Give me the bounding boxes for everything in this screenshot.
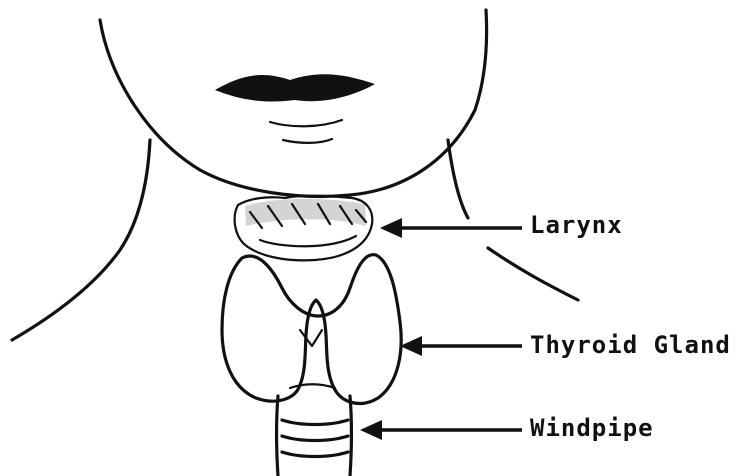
right-neck [448, 140, 468, 218]
left-neck-shoulder [12, 140, 150, 340]
larynx-arrow [380, 218, 522, 238]
chin-crease-upper [270, 120, 342, 126]
windpipe-arrow [360, 420, 522, 440]
right-shoulder [488, 248, 578, 300]
thyroid-gland-shape [222, 255, 401, 404]
mouth [215, 74, 375, 101]
thyroid-isthmus [300, 330, 322, 346]
chin-crease-lower [283, 139, 332, 143]
chin-outline [100, 10, 487, 196]
larynx-structure [235, 196, 373, 261]
thyroid-gland-label: Thyroid Gland [530, 333, 731, 357]
larynx-label: Larynx [530, 213, 623, 237]
thyroid-arrow [400, 336, 522, 356]
windpipe-label: Windpipe [530, 416, 654, 440]
